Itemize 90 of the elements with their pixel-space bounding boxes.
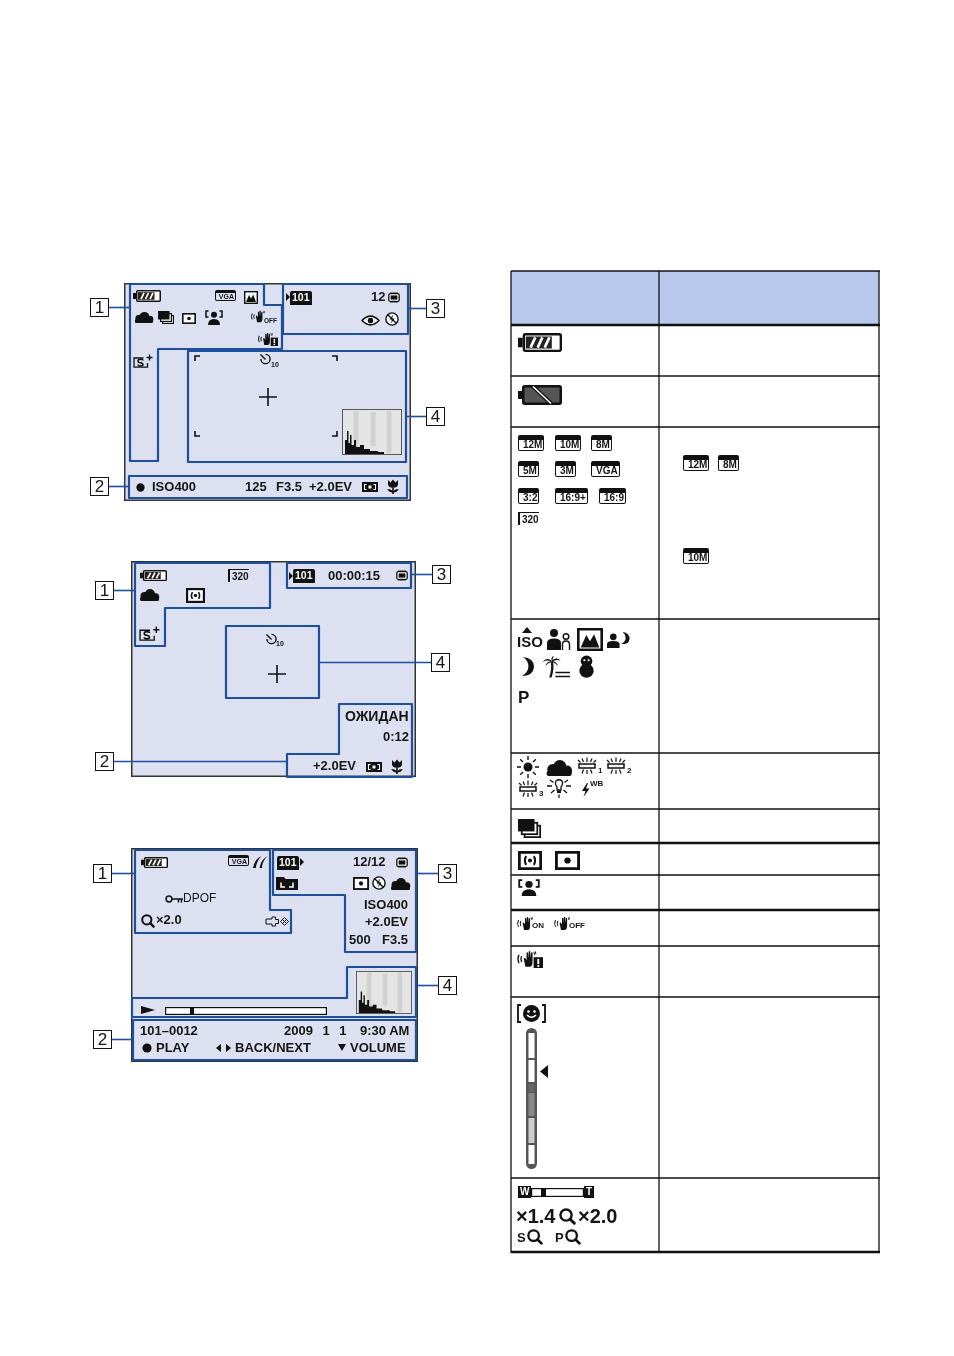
lamp-number: 2 — [627, 767, 632, 775]
camera-screen — [131, 561, 416, 777]
leader-line — [111, 872, 136, 875]
zoom-type-letter: S — [517, 1231, 526, 1245]
indicator-group — [130, 284, 282, 461]
iso-value: ISO400 — [364, 898, 409, 912]
indicator-group — [188, 351, 406, 462]
control-hint: VOLUME — [350, 1041, 406, 1055]
zoom-factor: ×2.0 — [578, 1206, 618, 1227]
image-size-indicator: 3:2 — [518, 488, 540, 504]
image-size-indicator: 10M — [555, 435, 582, 451]
file-number: 101–0012 — [140, 1024, 198, 1038]
remaining-time: 0:12 — [383, 730, 410, 744]
zoom-factor: ×1.4 — [516, 1206, 556, 1227]
control-hint: PLAY — [156, 1041, 190, 1055]
leader-line — [410, 573, 433, 576]
leader-line — [113, 760, 288, 763]
folder-number: 101 — [293, 569, 315, 583]
movie-size-indicator: 320 — [518, 512, 539, 525]
exposure-value: +2.0EV — [313, 759, 356, 773]
mode-label: ON — [532, 922, 544, 930]
callout-number: 1 — [93, 864, 112, 883]
zoom-end-label: W — [518, 1186, 532, 1198]
leader-line — [415, 984, 439, 987]
leader-line — [108, 485, 130, 488]
image-size-indicator: 8M — [591, 435, 612, 451]
image-size-indicator: 10M — [683, 548, 710, 564]
lamp-number: 1 — [598, 767, 603, 775]
status-text: ОЖИДАН — [345, 709, 409, 724]
indicator-group — [129, 476, 407, 498]
leader-line — [111, 1038, 134, 1041]
folder-number: 101 — [290, 291, 312, 305]
indicator-group — [226, 626, 319, 698]
indicator-group — [135, 563, 270, 646]
exposure-value: +2.0EV — [309, 480, 352, 494]
zoom-factor: ×2.0 — [156, 913, 182, 927]
callout-number: 2 — [90, 477, 109, 496]
image-size-indicator: 8M — [718, 455, 739, 471]
callout-number: 4 — [431, 653, 450, 672]
remaining-shots-count: 12 — [371, 290, 386, 304]
exposure-value: +2.0EV — [365, 915, 408, 929]
shutter-speed-value: 500 — [349, 933, 371, 947]
callout-number: 2 — [93, 1030, 112, 1049]
recording-time: 00:00:15 — [328, 569, 381, 583]
callout-number: 3 — [438, 864, 457, 883]
callout-number: 2 — [95, 752, 114, 771]
indicator-group — [287, 704, 412, 777]
image-size-indicator: 16:9+ — [555, 488, 588, 504]
mode-label: OFF — [569, 922, 585, 930]
leader-line — [318, 661, 432, 664]
zoom-end-label: T — [584, 1186, 595, 1198]
camera-screen — [124, 283, 411, 501]
movie-size-indicator: 320 — [228, 569, 249, 582]
aperture-value: F3.5 — [382, 933, 408, 947]
iso-value: ISO400 — [152, 480, 197, 494]
wb-label: WB — [590, 780, 604, 788]
callout-number: 3 — [432, 565, 451, 584]
camera-screen — [131, 848, 418, 1062]
indicator-group — [283, 284, 408, 334]
aperture-value: F3.5 — [276, 480, 302, 494]
indicator-group — [133, 1020, 416, 1060]
image-size-indicator: 3M — [555, 461, 576, 477]
image-size-indicator: 16:9 — [599, 488, 626, 504]
callout-number: 3 — [426, 299, 445, 318]
leader-line — [415, 872, 439, 875]
leader-line — [108, 306, 131, 309]
image-size-indicator: 12M — [518, 435, 545, 451]
lamp-number: 3 — [539, 790, 544, 798]
control-hint: BACK/NEXT — [235, 1041, 311, 1055]
zoom-type-letter: P — [555, 1231, 564, 1245]
indicator-group — [132, 967, 416, 1017]
leader-line — [407, 307, 427, 310]
dpof-label: DPOF — [183, 892, 217, 905]
image-size-indicator: VGA — [591, 461, 620, 477]
date-text: 2009 1 1 — [284, 1024, 347, 1038]
indicator-group — [273, 850, 416, 952]
leader-line — [405, 415, 427, 418]
image-count: 12/12 — [353, 855, 386, 869]
callout-number: 4 — [426, 407, 445, 426]
leader-line — [113, 589, 136, 592]
shutter-speed-value: 125 — [245, 480, 267, 494]
callout-number: 4 — [438, 976, 457, 995]
callout-number: 1 — [95, 581, 114, 600]
indicator-group — [287, 563, 411, 588]
time-text: 9:30 AM — [360, 1024, 410, 1038]
image-size-indicator: 5M — [518, 461, 539, 477]
iso-label: ISO — [517, 634, 543, 650]
callout-number: 1 — [90, 298, 109, 317]
program-mode-letter: P — [518, 689, 530, 707]
image-size-indicator: 12M — [683, 455, 710, 471]
